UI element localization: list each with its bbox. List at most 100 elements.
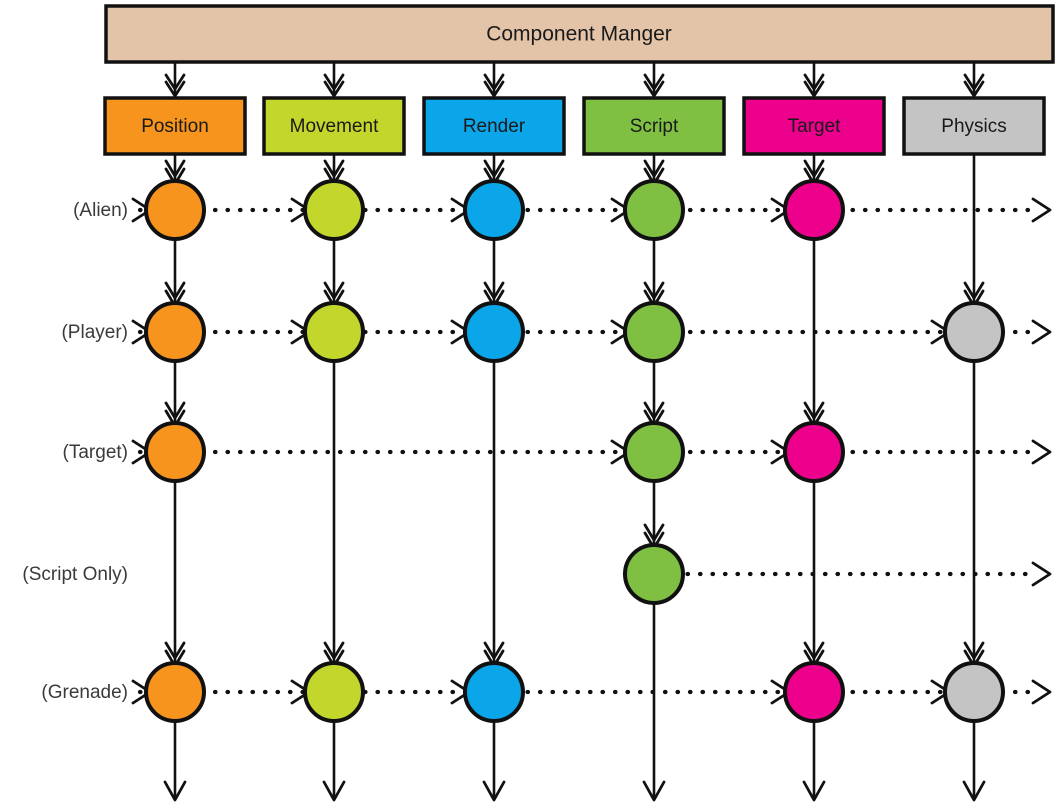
component-box-physics[interactable]: Physics	[902, 96, 1046, 156]
arrow-down-icon	[643, 159, 665, 178]
arrow-down-icon	[164, 641, 186, 660]
arrow-down-icon	[643, 73, 665, 91]
node-render-row1[interactable]	[463, 179, 525, 241]
component-box-rect-physics	[902, 96, 1046, 156]
arrow-right-icon	[1031, 439, 1052, 465]
row-label-4: (Script Only)	[22, 564, 128, 585]
component-box-target[interactable]: Target	[742, 96, 886, 156]
arrow-down-icon	[643, 80, 665, 98]
component-box-movement[interactable]: Movement	[262, 96, 406, 156]
arrow-down-icon	[164, 401, 186, 420]
component-box-script[interactable]: Script	[582, 96, 726, 156]
arrow-down-icon	[802, 780, 826, 802]
node-circle	[943, 301, 1005, 363]
arrow-down-icon	[803, 641, 825, 660]
node-target-row1[interactable]	[783, 179, 845, 241]
node-physics-row5[interactable]	[943, 661, 1005, 723]
arrow-down-icon	[643, 523, 665, 542]
component-box-rect-movement	[262, 96, 406, 156]
node-movement-row1[interactable]	[303, 179, 365, 241]
node-circle	[623, 421, 685, 483]
row-labels-layer: (Alien) (Player) (Target) (Script Only) (Gre…	[22, 200, 128, 703]
arrow-down-icon	[963, 641, 985, 660]
node-circle	[463, 179, 525, 241]
node-position-row5[interactable]	[144, 661, 206, 723]
component-boxes-layer: Position Movement Render Script Target Physic…	[103, 96, 1046, 156]
node-circle	[144, 179, 206, 241]
node-circle	[463, 301, 525, 363]
row-label-1: (Alien)	[73, 200, 128, 221]
arrow-right-icon	[1031, 319, 1052, 345]
arrow-right-icon	[1031, 679, 1052, 705]
row-label-5: (Grenade)	[41, 682, 128, 703]
component-box-position[interactable]: Position	[103, 96, 247, 156]
node-movement-row2[interactable]	[303, 301, 365, 363]
arrow-right-icon	[1031, 197, 1052, 223]
arrow-down-icon	[963, 80, 985, 98]
component-box-label-position: Position	[141, 116, 209, 137]
arrow-down-icon	[962, 780, 986, 802]
arrow-down-icon	[803, 73, 825, 91]
arrow-down-icon	[482, 780, 506, 802]
component-manager-rect	[104, 4, 1055, 64]
node-circle	[144, 421, 206, 483]
node-circle	[463, 661, 525, 723]
component-nodes-layer	[144, 179, 1005, 723]
node-circle	[303, 301, 365, 363]
arrow-down-icon	[163, 780, 187, 802]
arrow-down-icon	[164, 281, 186, 300]
arrow-right-icon	[1031, 561, 1052, 587]
arrow-down-icon	[642, 780, 666, 802]
component-box-rect-target	[742, 96, 886, 156]
component-box-render[interactable]: Render	[422, 96, 566, 156]
node-render-row5[interactable]	[463, 661, 525, 723]
node-position-row2[interactable]	[144, 301, 206, 363]
node-script-row3[interactable]	[623, 421, 685, 483]
arrow-down-icon	[483, 73, 505, 91]
arrow-down-icon	[323, 73, 345, 91]
node-position-row3[interactable]	[144, 421, 206, 483]
arrow-down-icon	[323, 641, 345, 660]
node-circle	[144, 661, 206, 723]
node-position-row1[interactable]	[144, 179, 206, 241]
arrow-down-icon	[483, 641, 505, 660]
node-circle	[303, 661, 365, 723]
component-box-rect-position	[103, 96, 247, 156]
arrow-down-icon	[963, 73, 985, 91]
component-box-label-movement: Movement	[290, 116, 379, 137]
node-target-row5[interactable]	[783, 661, 845, 723]
component-box-label-physics: Physics	[941, 116, 1006, 137]
component-box-rect-render	[422, 96, 566, 156]
arrow-down-icon	[483, 80, 505, 98]
arrow-down-icon	[643, 401, 665, 420]
node-circle	[783, 179, 845, 241]
arrow-down-icon	[803, 159, 825, 178]
arrow-down-icon	[483, 281, 505, 300]
node-circle	[144, 301, 206, 363]
node-movement-row5[interactable]	[303, 661, 365, 723]
node-script-row2[interactable]	[623, 301, 685, 363]
arrow-down-icon	[963, 281, 985, 300]
arrow-down-icon	[643, 281, 665, 300]
component-box-label-target: Target	[788, 116, 842, 137]
node-render-row2[interactable]	[463, 301, 525, 363]
component-box-label-script: Script	[630, 116, 679, 137]
node-script-row1[interactable]	[623, 179, 685, 241]
arrow-down-icon	[323, 80, 345, 98]
node-physics-row2[interactable]	[943, 301, 1005, 363]
node-target-row3[interactable]	[783, 421, 845, 483]
arrow-down-icon	[164, 73, 186, 91]
component-manager-bar[interactable]: Component Manger	[104, 4, 1055, 64]
row-label-3: (Target)	[63, 442, 128, 463]
arrow-down-icon	[164, 159, 186, 178]
node-script-row4[interactable]	[623, 543, 685, 605]
node-circle	[623, 301, 685, 363]
node-circle	[623, 543, 685, 605]
arrow-down-icon	[164, 80, 186, 98]
row-label-2: (Player)	[61, 322, 128, 343]
arrow-down-icon	[322, 780, 346, 802]
arrow-down-icon	[323, 159, 345, 178]
component-manager-label: Component Manger	[486, 23, 672, 46]
